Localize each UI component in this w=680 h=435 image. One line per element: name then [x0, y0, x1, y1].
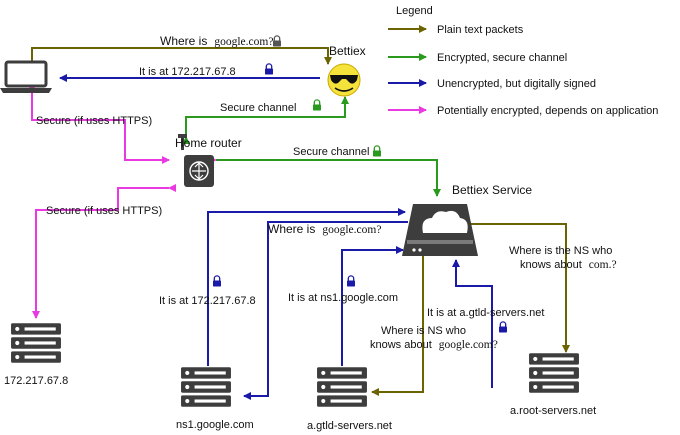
legend-secure-label: Encrypted, secure channel: [437, 52, 567, 64]
where-root-label-1: Where is the NS who: [509, 245, 612, 257]
edge-where-is-laptop: [31, 47, 332, 66]
bettiex-label: Bettiex: [329, 44, 366, 58]
legend-title: Legend: [396, 5, 433, 17]
where-root-label-2: knows about com.?: [520, 255, 617, 272]
it-is-at-top-label: It is at 172.217.67.8: [139, 66, 236, 78]
edge-secure-channel-router-bettiex: [182, 96, 349, 144]
lock-icon: [346, 275, 356, 287]
edge-where-root: [470, 223, 570, 353]
lock-icon: [312, 99, 322, 111]
edge-https-router-host: [32, 184, 176, 319]
host-server-icon: [11, 323, 61, 363]
root-label: a.root-servers.net: [510, 405, 596, 417]
bettiex-service-label: Bettiex Service: [452, 183, 532, 197]
legend-signed-label: Unencrypted, but digitally signed: [437, 78, 596, 90]
home-router-icon: [178, 134, 214, 187]
edge-https-laptop-router: [28, 85, 170, 164]
where-ns-knows-label-1: Where is NS who: [381, 325, 466, 337]
lock-icon: [264, 63, 274, 75]
edge-where-ns-gtld: [371, 256, 424, 396]
gtld-label: a.gtld-servers.net: [307, 420, 392, 432]
edge-ip-ns1-service: [207, 208, 406, 366]
legend-app-label: Potentially encrypted, depends on applic…: [437, 105, 658, 117]
bettiex-face-icon: [327, 63, 361, 97]
legend: Legend Plain text packets Encrypted, sec…: [388, 5, 658, 117]
it-is-at-ns1-ip-label: It is at 172.217.67.8: [159, 295, 256, 307]
lock-icon: [372, 145, 382, 157]
lock-icon: [272, 35, 282, 47]
laptop-icon: [0, 60, 52, 93]
secure-https-label-2: Secure (if uses HTTPS): [46, 205, 162, 217]
where-is-label: Where is google.com?: [160, 32, 273, 49]
edge-gtld-root-service: [452, 259, 493, 388]
secure-https-label-1: Secure (if uses HTTPS): [36, 115, 152, 127]
root-server-icon: [529, 353, 579, 393]
lock-icon: [498, 321, 508, 333]
it-is-at-gtld-label: It is at a.gtld-servers.net: [427, 307, 544, 319]
bettiex-service-icon: [402, 204, 478, 256]
where-is-google-label: Where is google.com?: [268, 220, 381, 237]
host-ip-label: 172.217.67.8: [4, 375, 68, 387]
secure-channel-label-2: Secure channel: [293, 146, 369, 158]
edge-ns1-gtld-service: [341, 246, 404, 366]
secure-channel-label-1: Secure channel: [220, 102, 296, 114]
lock-icon: [212, 275, 222, 287]
legend-plain-label: Plain text packets: [437, 24, 524, 36]
ns1-server-icon: [181, 367, 231, 407]
edge-where-is-ns1: [243, 221, 408, 400]
home-router-label: Home router: [175, 136, 242, 150]
edge-secure-channel-router-service: [209, 156, 441, 197]
it-is-at-ns1-label: It is at ns1.google.com: [288, 292, 398, 304]
ns1-label: ns1.google.com: [176, 419, 254, 431]
gtld-server-icon: [317, 367, 367, 407]
where-ns-knows-label-2: knows about google.com?: [370, 335, 498, 352]
